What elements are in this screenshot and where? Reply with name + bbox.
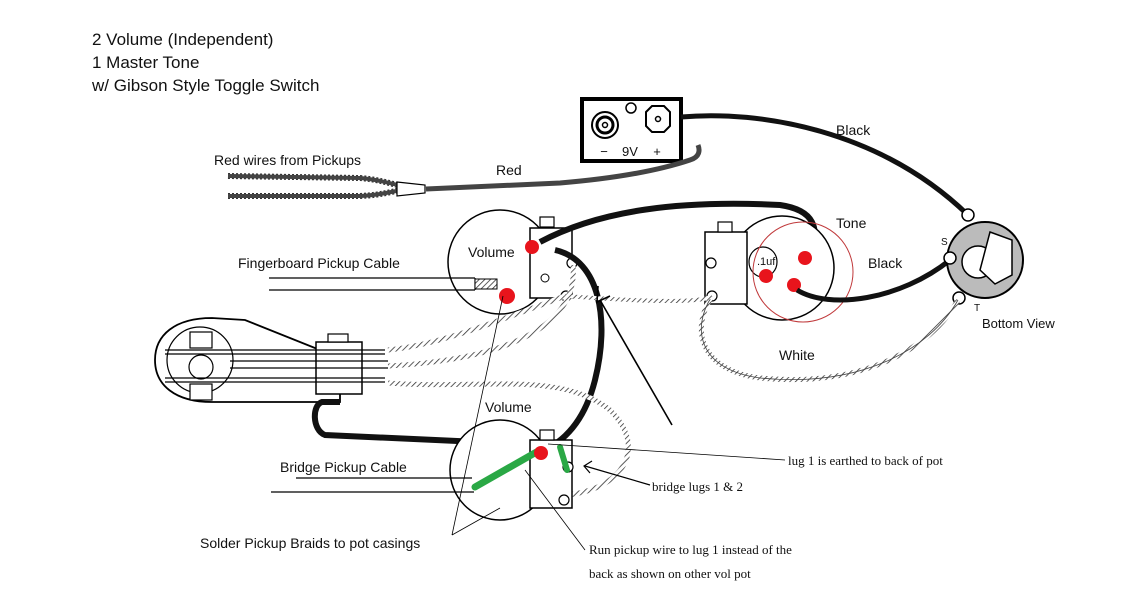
black-wire-neck-to-bridge-volume: [543, 247, 605, 453]
solder-point: [787, 278, 801, 292]
solder-point: [759, 269, 773, 283]
title-line-1: 2 Volume (Independent): [92, 30, 273, 49]
red-wires-from-pickups: [227, 144, 702, 199]
arrow-head-icon: [583, 460, 593, 474]
label-red-wires: Red wires from Pickups: [214, 152, 361, 168]
battery-connector: − 9V +: [580, 97, 683, 163]
annotation-lug1-earthed: lug 1 is earthed to back of pot: [788, 453, 943, 468]
pointer-line-braid-bridge: [451, 507, 501, 536]
label-volume-neck: Volume: [468, 244, 515, 260]
label-white: White: [779, 347, 815, 363]
annotation-bridge-lugs: bridge lugs 1 & 2: [652, 479, 743, 494]
braided-wire-switch-bridge: [387, 380, 631, 498]
arrow-head-icon: [596, 285, 611, 304]
white-wire: [698, 294, 961, 383]
solder-point: [798, 251, 812, 265]
black-wire-tone-to-jack: [795, 258, 952, 303]
label-red: Red: [496, 162, 522, 178]
tone-pot: .1uf: [704, 215, 854, 323]
label-black-jack: Black: [868, 255, 903, 271]
annotation-run-wire-2: back as shown on other vol pot: [589, 566, 751, 581]
braided-wire-to-tone: [564, 294, 714, 304]
green-wire: [471, 446, 544, 491]
title-line-3: w/ Gibson Style Toggle Switch: [91, 76, 319, 95]
label-jack-t: T: [974, 303, 980, 314]
label-bridge-cable: Bridge Pickup Cable: [280, 459, 407, 475]
arrow-bridge-lugs: [584, 465, 651, 486]
title-line-2: 1 Master Tone: [92, 53, 199, 72]
wire-connector-icon: [396, 181, 426, 197]
neck-volume-pot: Volume: [447, 209, 578, 315]
pointer-line-braid-neck: [451, 295, 504, 536]
black-wire-switch-to-bridge-volume: [311, 399, 546, 448]
label-solder-braids: Solder Pickup Braids to pot casings: [200, 535, 420, 551]
label-capacitor: .1uf: [757, 256, 776, 268]
pointer-line-run-wire: [524, 469, 586, 551]
solder-point: [525, 240, 539, 254]
green-wire: [557, 444, 570, 473]
battery-minus-label: −: [600, 144, 608, 159]
output-jack: [943, 208, 1024, 305]
label-tone: Tone: [836, 215, 867, 231]
braided-wire-switch-neck: [387, 293, 566, 353]
fingerboard-pickup-cable: [269, 277, 498, 291]
battery-voltage-label: 9V: [622, 144, 638, 159]
white-wire-outline: [700, 295, 959, 380]
label-volume-bridge: Volume: [485, 399, 532, 415]
pointer-line-lug1: [547, 443, 786, 461]
battery-plus-label: +: [653, 144, 661, 159]
toggle-switch: [154, 317, 388, 403]
solder-point: [534, 446, 548, 460]
bridge-pickup-cable: [271, 477, 474, 493]
braided-wire-switch-neck-2: [387, 264, 576, 369]
label-fingerboard-cable: Fingerboard Pickup Cable: [238, 255, 400, 271]
label-jack-s: S: [941, 237, 948, 248]
black-wire-battery-to-jack: [680, 113, 970, 217]
annotation-run-wire-1: Run pickup wire to lug 1 instead of the: [589, 542, 792, 557]
tone-highlight-circle: [752, 221, 854, 323]
label-black-top: Black: [836, 122, 871, 138]
solder-point: [499, 288, 515, 304]
bridge-volume-pot: [449, 419, 574, 521]
arrow-line: [599, 299, 673, 426]
label-bottom-view: Bottom View: [982, 316, 1055, 331]
